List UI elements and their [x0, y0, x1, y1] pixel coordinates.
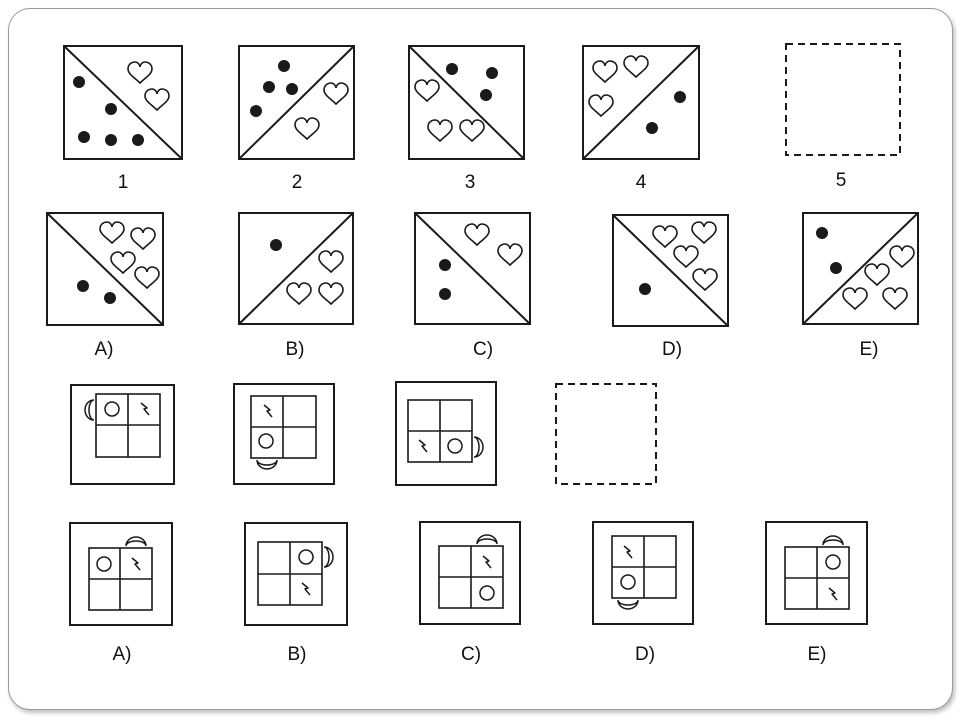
option-2e-label: E) [807, 644, 827, 665]
grid-figure-1 [70, 384, 175, 485]
option-1e-label: E) [859, 339, 879, 360]
option-2d-figure [592, 521, 694, 625]
option-1d-figure [612, 214, 729, 327]
sequence-label-2: 2 [291, 172, 303, 193]
sequence-label-4: 4 [635, 172, 647, 193]
sequence-figure-1 [63, 45, 183, 160]
option-2b-figure [244, 522, 348, 626]
grid-figure-4-placeholder [555, 383, 657, 485]
option-2e-figure [765, 521, 868, 625]
option-1c-label: C) [472, 339, 494, 360]
sequence-label-1: 1 [117, 172, 129, 193]
sequence-figure-5-placeholder [785, 43, 901, 156]
sequence-figure-2 [238, 45, 355, 160]
option-2c-figure [419, 521, 521, 625]
option-2a-figure [69, 522, 173, 626]
grid-figure-3 [395, 381, 497, 486]
sequence-label-3: 3 [464, 172, 476, 193]
option-1a-figure [46, 212, 164, 326]
sequence-figure-3 [408, 45, 525, 160]
option-1b-figure [238, 212, 354, 325]
option-1a-label: A) [94, 339, 114, 360]
option-1c-figure [414, 212, 531, 325]
grid-figure-2 [233, 383, 335, 485]
option-1b-label: B) [285, 339, 305, 360]
option-2b-label: B) [287, 644, 307, 665]
option-2c-label: C) [460, 644, 482, 665]
sequence-label-5: 5 [835, 170, 847, 191]
option-2a-label: A) [112, 644, 132, 665]
option-2d-label: D) [634, 644, 656, 665]
option-1d-label: D) [661, 339, 683, 360]
option-1e-figure [802, 212, 919, 325]
sequence-figure-4 [582, 45, 700, 160]
